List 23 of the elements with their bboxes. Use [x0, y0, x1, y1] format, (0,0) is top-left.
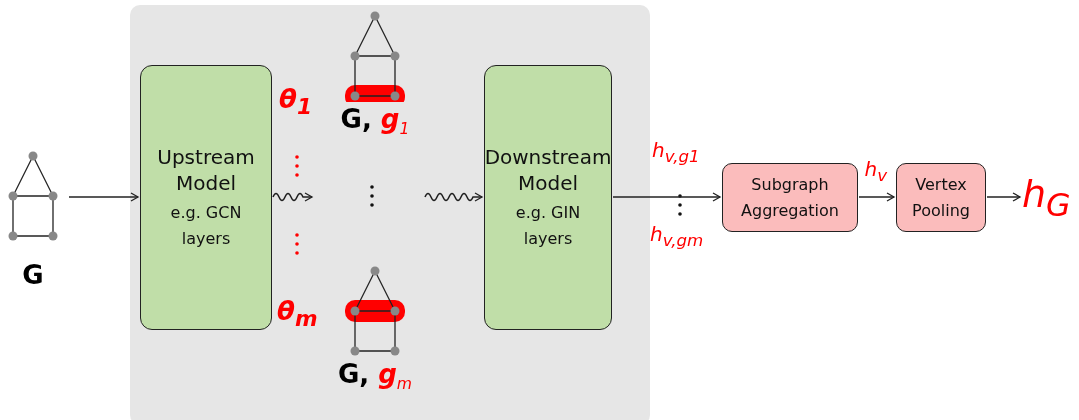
math-label: θ$_{1}$: [279, 84, 312, 120]
arrow: [68, 192, 139, 202]
box-note: e.g. GIN layers: [514, 201, 582, 250]
math-label: h$_{v,gm}$: [650, 222, 704, 250]
graph-caption: G, g$_{1}$: [339, 104, 411, 139]
graph-caption: G: [21, 260, 45, 290]
graph-caption: G, g$_{m}$: [336, 359, 414, 394]
arrow: [612, 192, 721, 202]
arrow: [858, 192, 895, 202]
process-box: Vertex Pooling: [896, 163, 986, 232]
panel-background: [130, 5, 650, 420]
arrow: [424, 192, 483, 202]
output-label: h$_{G}$: [1022, 172, 1079, 230]
math-label: h$_{v,g1}$: [652, 138, 700, 166]
model-box: [140, 65, 272, 330]
model-box: [484, 65, 612, 330]
arrow: [272, 192, 313, 202]
arrow: [986, 192, 1021, 202]
process-box: Subgraph Aggregation: [722, 163, 858, 232]
box-note: e.g. GCN layers: [169, 201, 243, 250]
math-label: θ$_{m}$: [277, 296, 318, 332]
box-title: Upstream Model: [156, 143, 256, 196]
box-title: Downstream Model: [484, 143, 612, 196]
